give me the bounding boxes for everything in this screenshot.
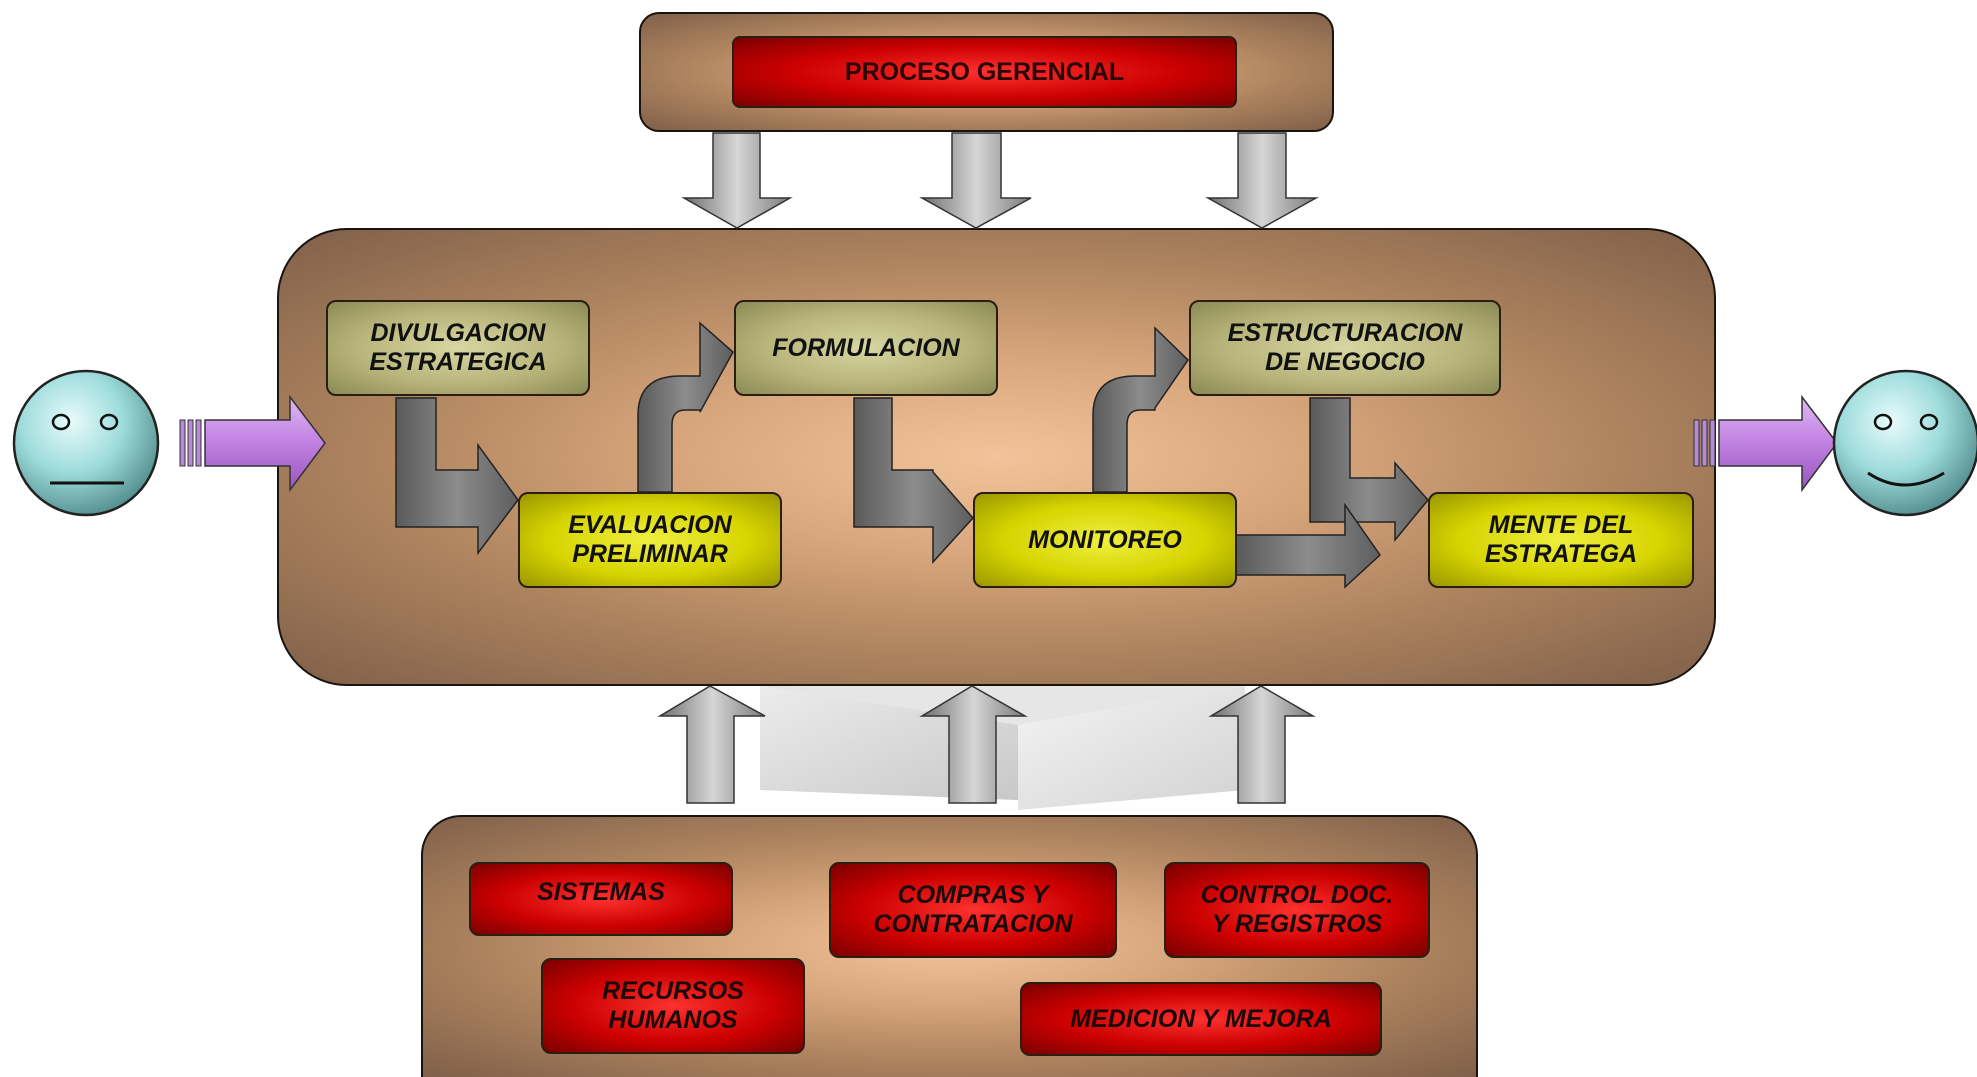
input-arrow [179, 394, 326, 493]
down-arrow-right [1205, 132, 1319, 229]
monitoreo-box: MONITOREO [973, 492, 1237, 588]
recursos-line1: RECURSOS [602, 977, 744, 1006]
estructuracion-line1: ESTRUCTURACION [1227, 319, 1463, 348]
sistemas-box: SISTEMAS [469, 862, 733, 936]
arrow-monitoreo-to-estructuracion [1092, 326, 1189, 493]
formulacion-line1: FORMULACION [772, 333, 960, 362]
arrow-monitoreo-to-mente [1235, 502, 1381, 589]
control-doc-registros-box: CONTROL DOC.Y REGISTROS [1164, 862, 1430, 958]
compras-line1: COMPRAS Y [897, 881, 1049, 910]
control-line2: Y REGISTROS [1211, 910, 1383, 938]
arrow-divulgacion-to-evaluacion [395, 397, 519, 556]
divulgacion-line2: ESTRATEGICA [369, 348, 547, 376]
evaluacion-line2: PRELIMINAR [572, 540, 728, 568]
formulacion-box: FORMULACION [734, 300, 998, 396]
monitoreo-line1: MONITOREO [1028, 525, 1182, 554]
evaluacion-line1: EVALUACION [568, 511, 732, 540]
up-arrow-right [1208, 685, 1316, 804]
divulgacion-line1: DIVULGACION [370, 319, 546, 348]
estructuracion-line2: DE NEGOCIO [1265, 348, 1425, 376]
output-arrow [1693, 394, 1838, 493]
up-arrow-center [919, 685, 1028, 804]
down-arrow-left [681, 132, 793, 229]
medicion-line1: MEDICION Y MEJORA [1070, 1004, 1332, 1033]
arrow-estructuracion-to-mente [1309, 397, 1429, 543]
arrow-evaluacion-to-formulacion [637, 321, 734, 493]
mente-line1: MENTE DEL [1488, 511, 1634, 540]
down-arrow-center [919, 132, 1032, 229]
sistemas-line1: SISTEMAS [537, 878, 665, 906]
mente-line2: ESTRATEGA [1484, 540, 1638, 568]
control-line1: CONTROL DOC. [1200, 881, 1394, 910]
neutral-face-icon [12, 369, 160, 517]
compras-line2: CONTRATACION [873, 910, 1073, 938]
up-arrow-left [657, 685, 766, 804]
medicion-mejora-box: MEDICION Y MEJORA [1020, 982, 1382, 1056]
recursos-line2: HUMANOS [608, 1006, 738, 1034]
management-process-label: PROCESO GERENCIAL [844, 57, 1125, 86]
arrow-formulacion-to-monitoreo [853, 397, 975, 564]
management-process-box: PROCESO GERENCIAL [732, 36, 1237, 108]
smiling-face-icon [1832, 369, 1977, 517]
